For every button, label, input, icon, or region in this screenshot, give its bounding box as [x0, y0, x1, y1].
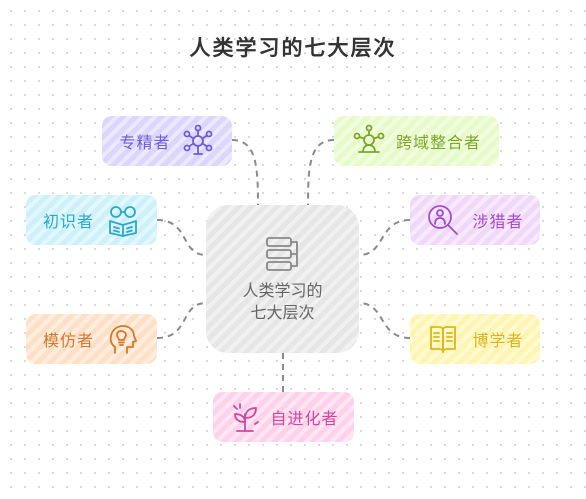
node-self-evolver: 自进化者 — [213, 392, 354, 442]
network-nodes-icon — [181, 124, 215, 158]
reader-glasses-icon — [106, 203, 140, 237]
connector-beginner — [156, 219, 207, 256]
node-label: 自进化者 — [270, 409, 339, 428]
center-node: 人类学习的 七大层次 — [206, 205, 359, 353]
connected-hub-icon — [352, 124, 386, 158]
magnifier-person-icon — [426, 203, 460, 237]
node-imitator: 模仿者 — [26, 314, 157, 364]
center-line-1: 人类学习的 — [242, 281, 323, 300]
node-label: 初识者 — [42, 212, 94, 231]
node-scholar: 博学者 — [410, 314, 540, 364]
reading-person-icon — [426, 322, 460, 356]
node-label: 跨域整合者 — [395, 133, 481, 152]
node-label: 博学者 — [472, 331, 524, 350]
node-specialist: 专精者 — [102, 116, 232, 166]
node-beginner: 初识者 — [26, 195, 157, 245]
node-integrator: 跨域整合者 — [334, 116, 499, 166]
connector-generalist — [358, 219, 411, 256]
growing-plant-icon — [228, 400, 262, 434]
connector-imitator — [156, 302, 207, 339]
connector-integrator — [307, 139, 335, 206]
node-generalist: 涉猎者 — [410, 195, 540, 245]
page-title: 人类学习的七大层次 — [189, 36, 397, 60]
node-label: 涉猎者 — [472, 212, 524, 231]
stacked-layers-icon — [263, 234, 303, 274]
center-line-2: 七大层次 — [250, 303, 315, 322]
node-label: 专精者 — [119, 133, 171, 152]
connector-scholar — [358, 302, 411, 339]
connector-specialist — [231, 139, 259, 206]
node-label: 模仿者 — [42, 331, 94, 350]
idea-head-icon — [106, 322, 140, 356]
